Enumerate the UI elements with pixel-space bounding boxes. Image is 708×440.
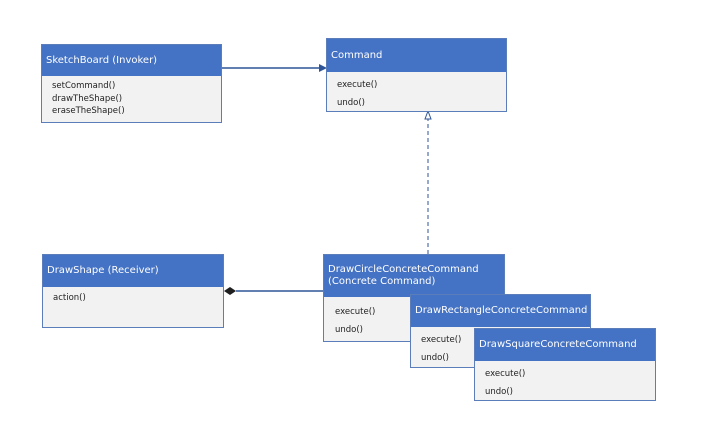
method: eraseTheShape() [52,106,125,116]
class-title: Command [331,49,383,61]
realization-arrowhead [424,109,432,120]
method: execute() [485,369,526,379]
class-header: SketchBoard (Invoker) [42,45,221,76]
method: setCommand() [52,81,116,91]
class-sketchboard[interactable]: SketchBoard (Invoker) setCommand() drawT… [41,44,222,123]
method: execute() [337,80,378,90]
method: undo() [421,353,450,363]
class-header: DrawRectangleConcreteCommand [411,295,590,327]
composition-diamond [224,287,236,295]
class-drawshape[interactable]: DrawShape (Receiver) action() [42,254,224,328]
class-header: DrawShape (Receiver) [43,255,223,287]
class-title: DrawCircleConcreteCommand [328,264,479,275]
class-title: DrawRectangleConcreteCommand [415,305,588,316]
method: action() [53,293,86,303]
class-header: DrawCircleConcreteCommand (Concrete Comm… [324,255,504,297]
method: undo() [337,98,366,108]
method: undo() [335,325,364,335]
class-title: DrawShape (Receiver) [47,265,159,276]
method: execute() [421,335,462,345]
class-command[interactable]: Command execute() undo() [326,38,507,112]
class-title: SketchBoard (Invoker) [46,54,158,66]
method: drawTheShape() [52,94,123,104]
method: execute() [335,307,376,317]
association-arrowhead [319,64,327,72]
method: undo() [485,387,514,397]
class-header: Command [327,39,506,72]
class-drawsquare[interactable]: DrawSquareConcreteCommand execute() undo… [474,328,656,401]
class-subtitle: (Concrete Command) [328,276,436,287]
class-header: DrawSquareConcreteCommand [475,329,655,361]
class-title: DrawSquareConcreteCommand [479,339,637,350]
